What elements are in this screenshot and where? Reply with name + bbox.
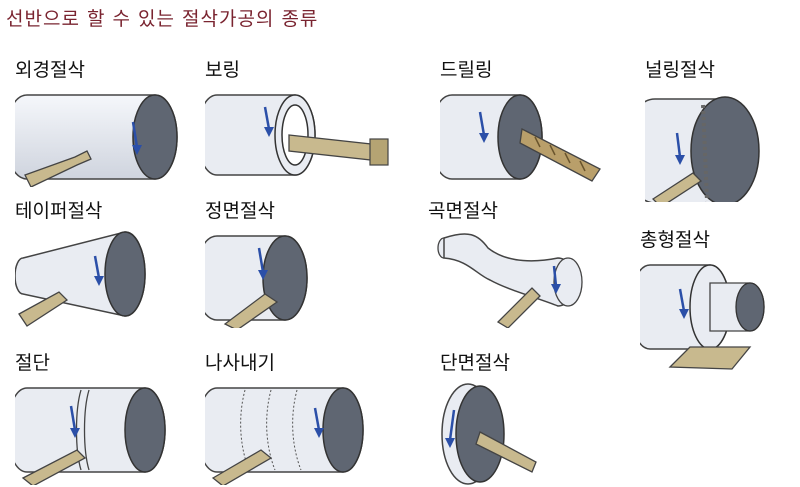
boring-illustration [205,94,389,176]
endface-cutting-illustration [441,383,537,485]
threading-illustration [205,387,364,485]
cutoff-illustration [15,387,166,485]
operation-label: 테이퍼절삭 [15,200,103,222]
taper-cutting-illustration [15,231,146,327]
diagram-title: 선반으로 할 수 있는 절삭가공의 종류 [6,8,319,30]
forming-cutting-illustration [640,264,765,370]
knurling-illustration [645,96,760,202]
contour-cutting-illustration [437,233,583,328]
outer-cutting-illustration [15,94,178,187]
operation-label: 외경절삭 [15,59,85,81]
operation-label: 총형절삭 [640,229,710,251]
operation-label: 절단 [15,352,50,374]
operation-label: 정면절삭 [205,200,275,222]
drilling-illustration [440,94,601,182]
facing-illustration [205,235,308,328]
operation-label: 보링 [205,59,240,81]
operation-label: 드릴링 [440,59,493,81]
operation-label: 곡면절삭 [428,200,498,222]
operation-label: 단면절삭 [440,352,510,374]
operation-label: 널링절삭 [645,59,715,81]
operation-label: 나사내기 [205,352,275,374]
